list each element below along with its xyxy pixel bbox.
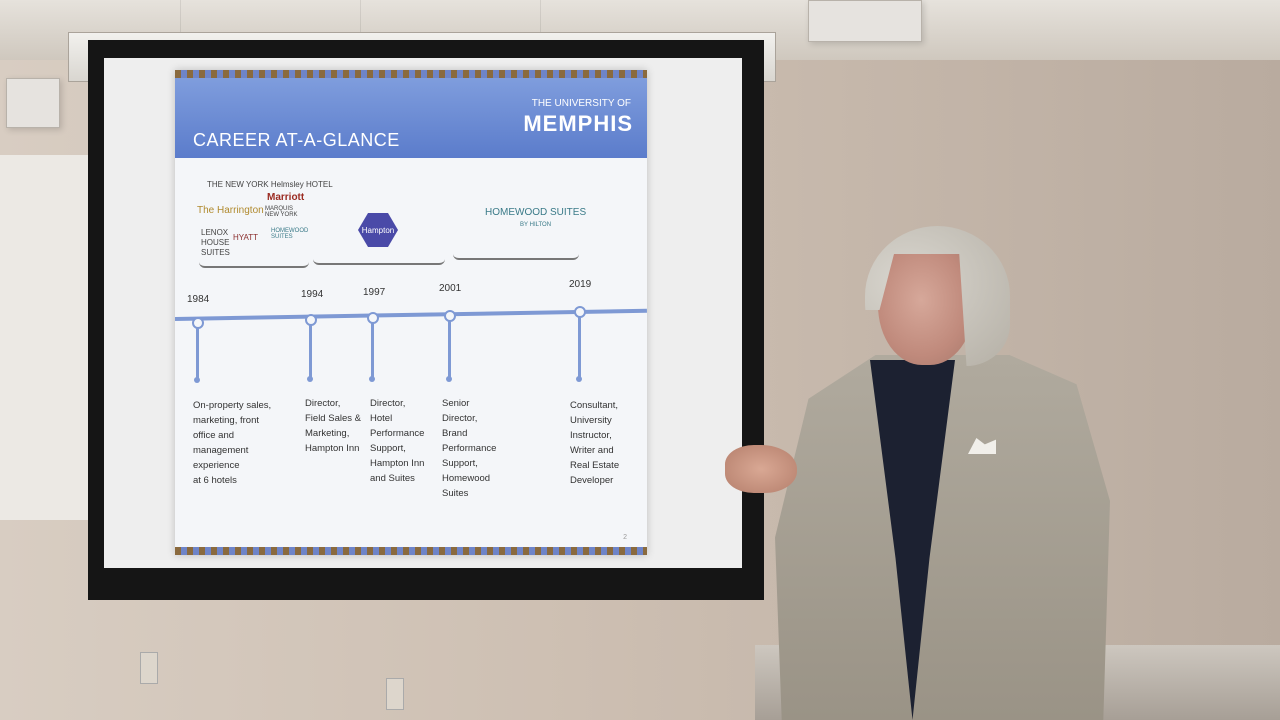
timeline-description: Director, Field Sales & Marketing, Hampt… [305, 398, 361, 454]
timeline-dot [307, 376, 313, 382]
timeline-description: Senior Director, Brand Performance Suppo… [442, 398, 497, 499]
wall-speaker-right [808, 0, 922, 42]
wall-outlet [386, 678, 404, 710]
wall-outlet [140, 652, 158, 684]
slide-header: CAREER AT-A-GLANCE THE UNIVERSITY OF MEM… [175, 78, 647, 158]
slide-title: CAREER AT-A-GLANCE [193, 130, 400, 150]
year-label: 1994 [301, 289, 324, 300]
presenter-hand [725, 445, 797, 493]
helmsley-logo: THE NEW YORK Helmsley HOTEL [207, 180, 333, 189]
bracket-1984-1994 [199, 258, 309, 268]
slide-top-border [175, 70, 647, 78]
hyatt-logo: HYATT [233, 233, 259, 242]
timeline-dot [576, 376, 582, 382]
homewood-suites-sub: BY HILTON [520, 222, 552, 228]
timeline-stem [448, 321, 451, 377]
bracket-2001-2019 [453, 250, 579, 260]
marriott-logo: Marriott [267, 192, 305, 203]
university-logo: MEMPHIS [523, 111, 633, 136]
timeline-dot [194, 377, 200, 383]
timeline-description: Director, Hotel Performance Support, Ham… [370, 398, 425, 484]
whiteboard [0, 155, 102, 520]
timeline-description: Consultant, University Instructor, Write… [570, 400, 620, 486]
timeline-stem [578, 317, 581, 377]
timeline-description: On-property sales, marketing, front offi… [193, 400, 272, 486]
timeline-dot [369, 376, 375, 382]
homewood-small-logo: HOMEWOOD SUITES [271, 228, 309, 240]
wall-speaker-left [6, 78, 60, 128]
homewood-suites-logo: HOMEWOOD SUITES BY HILTON [485, 207, 586, 231]
marriott-subtitle: MARQUIS NEW YORK [265, 206, 298, 218]
year-label: 2019 [569, 279, 592, 290]
timeline-dot [446, 376, 452, 382]
presenter-head [878, 235, 974, 365]
year-label: 1984 [187, 294, 210, 305]
year-label: 1997 [363, 287, 386, 298]
timeline-stem [196, 328, 199, 378]
lenox-logo: LENOX HOUSE SUITES [201, 228, 230, 257]
slide-page-number: 2 [623, 534, 627, 541]
harrington-logo: The Harrington [197, 205, 264, 216]
timeline-stem [309, 325, 312, 377]
presentation-slide: CAREER AT-A-GLANCE THE UNIVERSITY OF MEM… [175, 70, 647, 555]
university-name-small: THE UNIVERSITY OF [531, 98, 631, 109]
bracket-1994-2001 [313, 255, 445, 265]
timeline-stem [371, 323, 374, 377]
homewood-suites-name: HOMEWOOD SUITES [485, 207, 587, 218]
hampton-logo: Hampton [358, 213, 398, 247]
slide-bottom-border [175, 547, 647, 555]
year-label: 2001 [439, 283, 462, 294]
